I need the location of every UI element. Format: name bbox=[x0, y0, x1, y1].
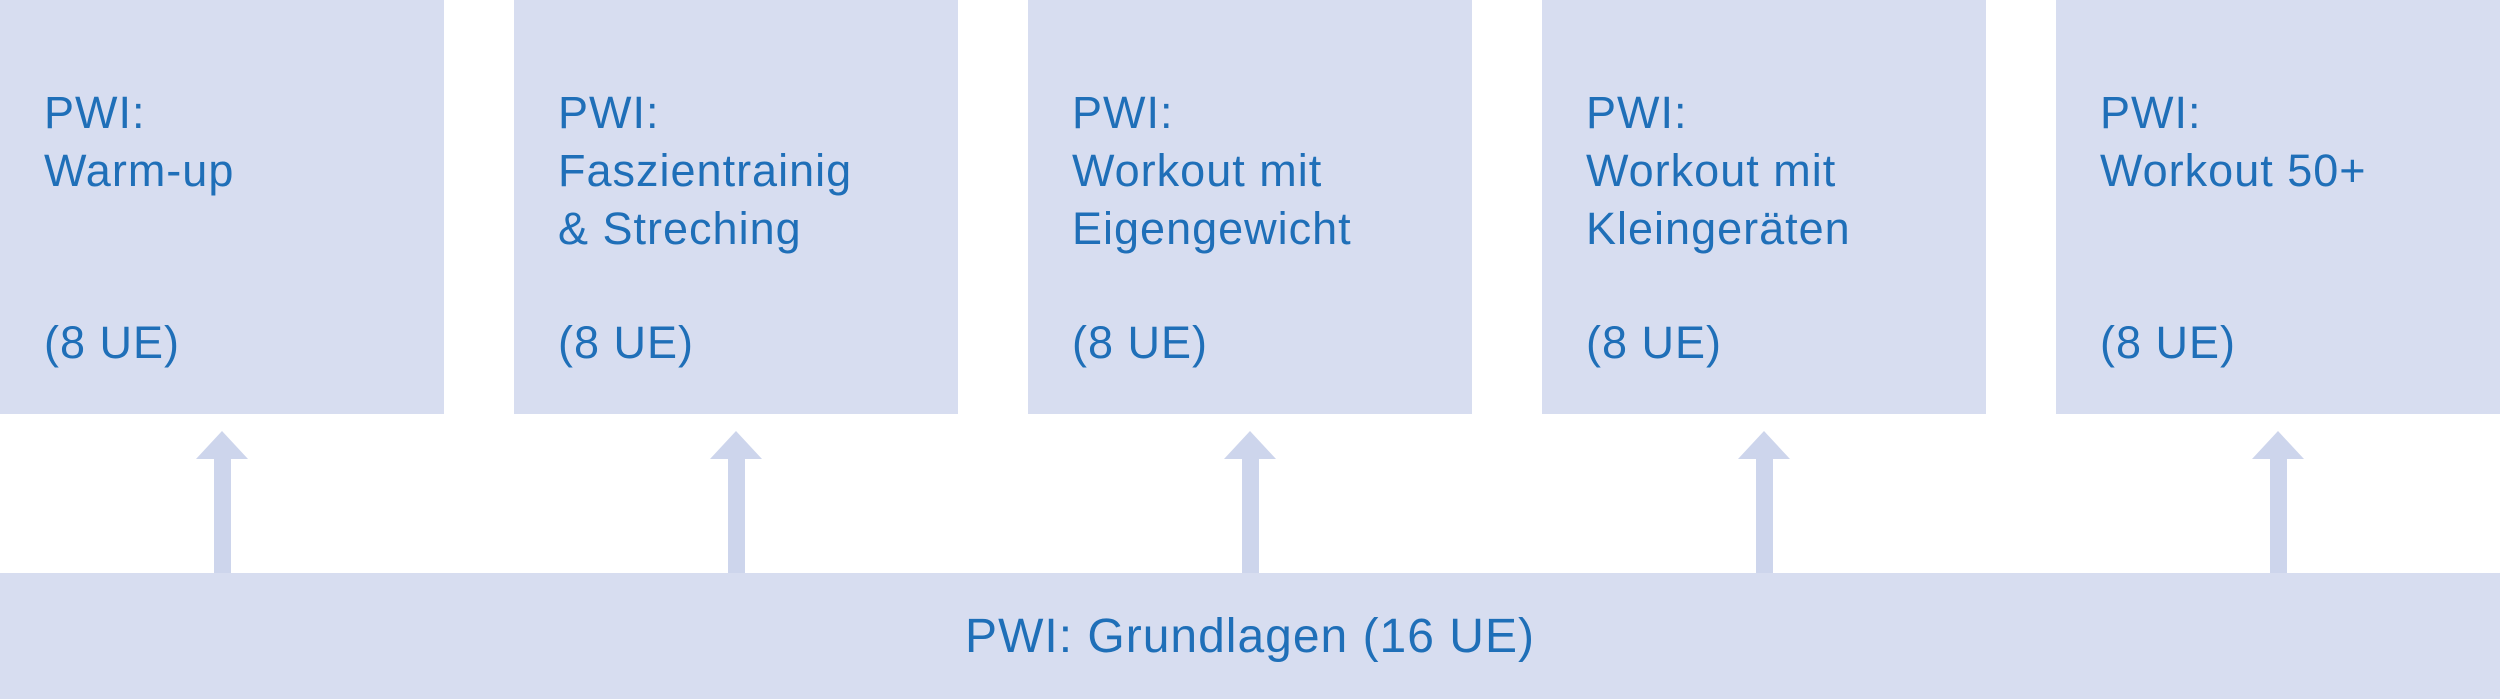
up-arrow-icon bbox=[2252, 431, 2304, 573]
module-name-line: & Streching bbox=[558, 203, 802, 254]
arrowhead bbox=[710, 431, 762, 459]
module-box-faszientraining-stretching: PWI: Faszientrainig & Streching (8 UE) bbox=[514, 0, 958, 414]
up-arrow-icon bbox=[710, 431, 762, 573]
module-prefix: PWI: bbox=[2100, 87, 2202, 138]
arrows-row bbox=[0, 431, 2500, 573]
arrow-stem bbox=[1755, 459, 1773, 573]
module-name-line: Eigengewicht bbox=[1072, 203, 1352, 254]
module-prefix: PWI: bbox=[1586, 87, 1688, 138]
module-name-line: Warm-up bbox=[44, 145, 235, 196]
module-box-warm-up: PWI: Warm-up (8 UE) bbox=[0, 0, 444, 414]
module-units: (8 UE) bbox=[558, 317, 695, 368]
base-bar-grundlagen: PWI: Grundlagen (16 UE) bbox=[0, 573, 2500, 699]
module-units: (8 UE) bbox=[2100, 317, 2237, 368]
module-prefix: PWI: bbox=[1072, 87, 1174, 138]
module-box-workout-eigengewicht: PWI: Workout mit Eigengewicht (8 UE) bbox=[1028, 0, 1472, 414]
base-bar-label: PWI: Grundlagen (16 UE) bbox=[965, 609, 1535, 663]
module-name-line: Faszientrainig bbox=[558, 145, 853, 196]
arrowhead bbox=[196, 431, 248, 459]
arrow-stem bbox=[727, 459, 745, 573]
module-name-line: Workout 50+ bbox=[2100, 145, 2367, 196]
module-name-line: Kleingeräten bbox=[1586, 203, 1851, 254]
arrowhead bbox=[1224, 431, 1276, 459]
up-arrow-icon bbox=[1738, 431, 1790, 573]
module-units: (8 UE) bbox=[44, 317, 181, 368]
module-name-line: Workout mit bbox=[1072, 145, 1323, 196]
arrow-stem bbox=[2269, 459, 2287, 573]
module-prefix: PWI: bbox=[558, 87, 660, 138]
arrowhead bbox=[1738, 431, 1790, 459]
arrowhead bbox=[2252, 431, 2304, 459]
module-boxes-row: PWI: Warm-up (8 UE) PWI: Faszientrainig … bbox=[0, 0, 2500, 414]
up-arrow-icon bbox=[1224, 431, 1276, 573]
module-units: (8 UE) bbox=[1072, 317, 1209, 368]
module-units: (8 UE) bbox=[1586, 317, 1723, 368]
arrow-stem bbox=[213, 459, 231, 573]
module-box-workout-50plus: PWI: Workout 50+ (8 UE) bbox=[2056, 0, 2500, 414]
up-arrow-icon bbox=[196, 431, 248, 573]
module-prefix: PWI: bbox=[44, 87, 146, 138]
arrow-stem bbox=[1241, 459, 1259, 573]
module-box-workout-kleingeraete: PWI: Workout mit Kleingeräten (8 UE) bbox=[1542, 0, 1986, 414]
module-name-line: Workout mit bbox=[1586, 145, 1837, 196]
